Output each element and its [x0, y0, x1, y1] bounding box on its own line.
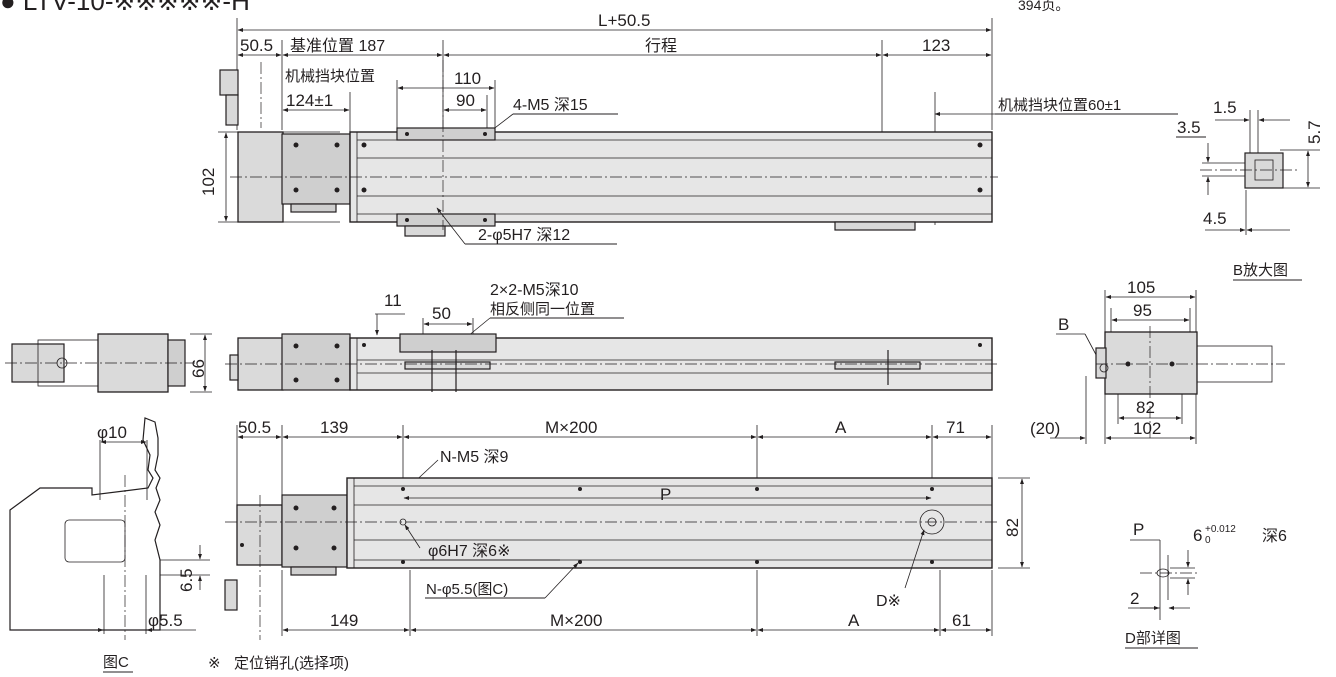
figure-c-caption: 图C — [103, 654, 129, 671]
dimension-139: 139 — [320, 418, 348, 437]
dimension-102: 102 — [1133, 419, 1161, 438]
mech-stop-right-label: 机械挡块位置60±1 — [998, 97, 1121, 114]
dimension-71: 71 — [946, 418, 965, 437]
left-offset-label: 50.5 — [240, 36, 273, 55]
motor-end-view: 66 — [5, 333, 212, 393]
bottom-tapped-holes-label: N-M5 深9 — [440, 448, 509, 466]
detail-d-p-label: P — [1133, 520, 1144, 539]
height-label: 102 — [199, 168, 218, 196]
dimension-110: 110 — [454, 69, 481, 88]
dimension-11: 11 — [384, 291, 402, 310]
footnote-mark: ※ — [208, 655, 221, 672]
reference-position-label: 基准位置 187 — [290, 37, 385, 55]
dimension-20: (20) — [1030, 419, 1060, 438]
pitch-top-label: M×200 — [545, 418, 597, 437]
dimension-a-top: A — [835, 418, 847, 437]
side-view: 2×2-M5深10 相反侧同一位置 11 50 — [225, 281, 998, 392]
dimension-95: 95 — [1133, 301, 1152, 320]
detail-b-caption: B放大图 — [1233, 262, 1288, 279]
pin-holes-label: 2-φ5H7 深12 — [478, 226, 570, 244]
detail-b: 1.5 3.5 5.7 4.5 B放大图 — [1176, 98, 1324, 281]
dimension-5-7: 5.7 — [1305, 120, 1324, 144]
tolerance-upper: +0.012 — [1205, 524, 1236, 535]
bottom-left-offset-label: 50.5 — [238, 418, 271, 437]
dimension-105: 105 — [1127, 278, 1155, 297]
through-holes-label: N-φ5.5(图C) — [426, 581, 508, 598]
pitch-bottom-label: M×200 — [550, 611, 602, 630]
dimension-50: 50 — [432, 304, 451, 323]
top-view: L+50.5 50.5 基准位置 187 行程 123 机械挡块位置 124±1… — [199, 11, 1178, 245]
detail-d: P 6 +0.012 0 深6 2 D部详图 — [1125, 520, 1287, 649]
dimension-61: 61 — [952, 611, 971, 630]
side-height-label: 66 — [189, 359, 208, 378]
label-d: D※ — [876, 593, 901, 610]
side-note-label: 相反侧同一位置 — [490, 301, 595, 318]
tolerance-base: 6 — [1193, 526, 1202, 545]
dimension-p: P — [660, 485, 671, 504]
side-tapped-holes-label: 2×2-M5深10 — [490, 281, 579, 299]
detail-d-dimension-2: 2 — [1130, 589, 1139, 608]
label-b: B — [1058, 315, 1069, 334]
bottom-view: 50.5 139 M×200 A 71 N-M5 深9 P 82 — [224, 418, 1030, 640]
dimension-phi10: φ10 — [97, 423, 127, 442]
mech-stop-left-label: 机械挡块位置 — [285, 68, 375, 85]
dimension-3-5: 3.5 — [1177, 118, 1201, 137]
stroke-label: 行程 — [645, 37, 677, 55]
right-offset-label: 123 — [922, 36, 950, 55]
dimension-149: 149 — [330, 611, 358, 630]
detail-d-depth: 深6 — [1262, 527, 1287, 545]
tapped-holes-label: 4-M5 深15 — [513, 96, 588, 114]
dimension-90: 90 — [456, 91, 475, 110]
pin-hole-label: φ6H7 深6※ — [428, 542, 510, 560]
dimension-82: 82 — [1136, 398, 1155, 417]
dimension-1-5: 1.5 — [1213, 98, 1237, 117]
page-reference: 394页。 — [1018, 0, 1069, 13]
dimension-a-bottom: A — [848, 611, 860, 630]
end-view: 105 95 B 82 102 (20) — [1030, 278, 1285, 444]
dimension-6-5: 6.5 — [177, 568, 196, 592]
mech-stop-left-value: 124±1 — [286, 91, 333, 110]
page-title: ● LTV-10-※※※※※-H — [0, 0, 250, 16]
tolerance-lower: 0 — [1205, 535, 1211, 546]
overall-length-label: L+50.5 — [598, 11, 650, 30]
figure-c: φ10 6.5 φ5.5 图C — [9, 417, 210, 673]
detail-d-caption: D部详图 — [1125, 630, 1181, 647]
dimension-phi5-5: φ5.5 — [148, 611, 183, 630]
dimension-4-5: 4.5 — [1203, 209, 1227, 228]
bottom-width-label: 82 — [1003, 518, 1022, 537]
footnote-text: 定位销孔(选择项) — [234, 655, 349, 672]
